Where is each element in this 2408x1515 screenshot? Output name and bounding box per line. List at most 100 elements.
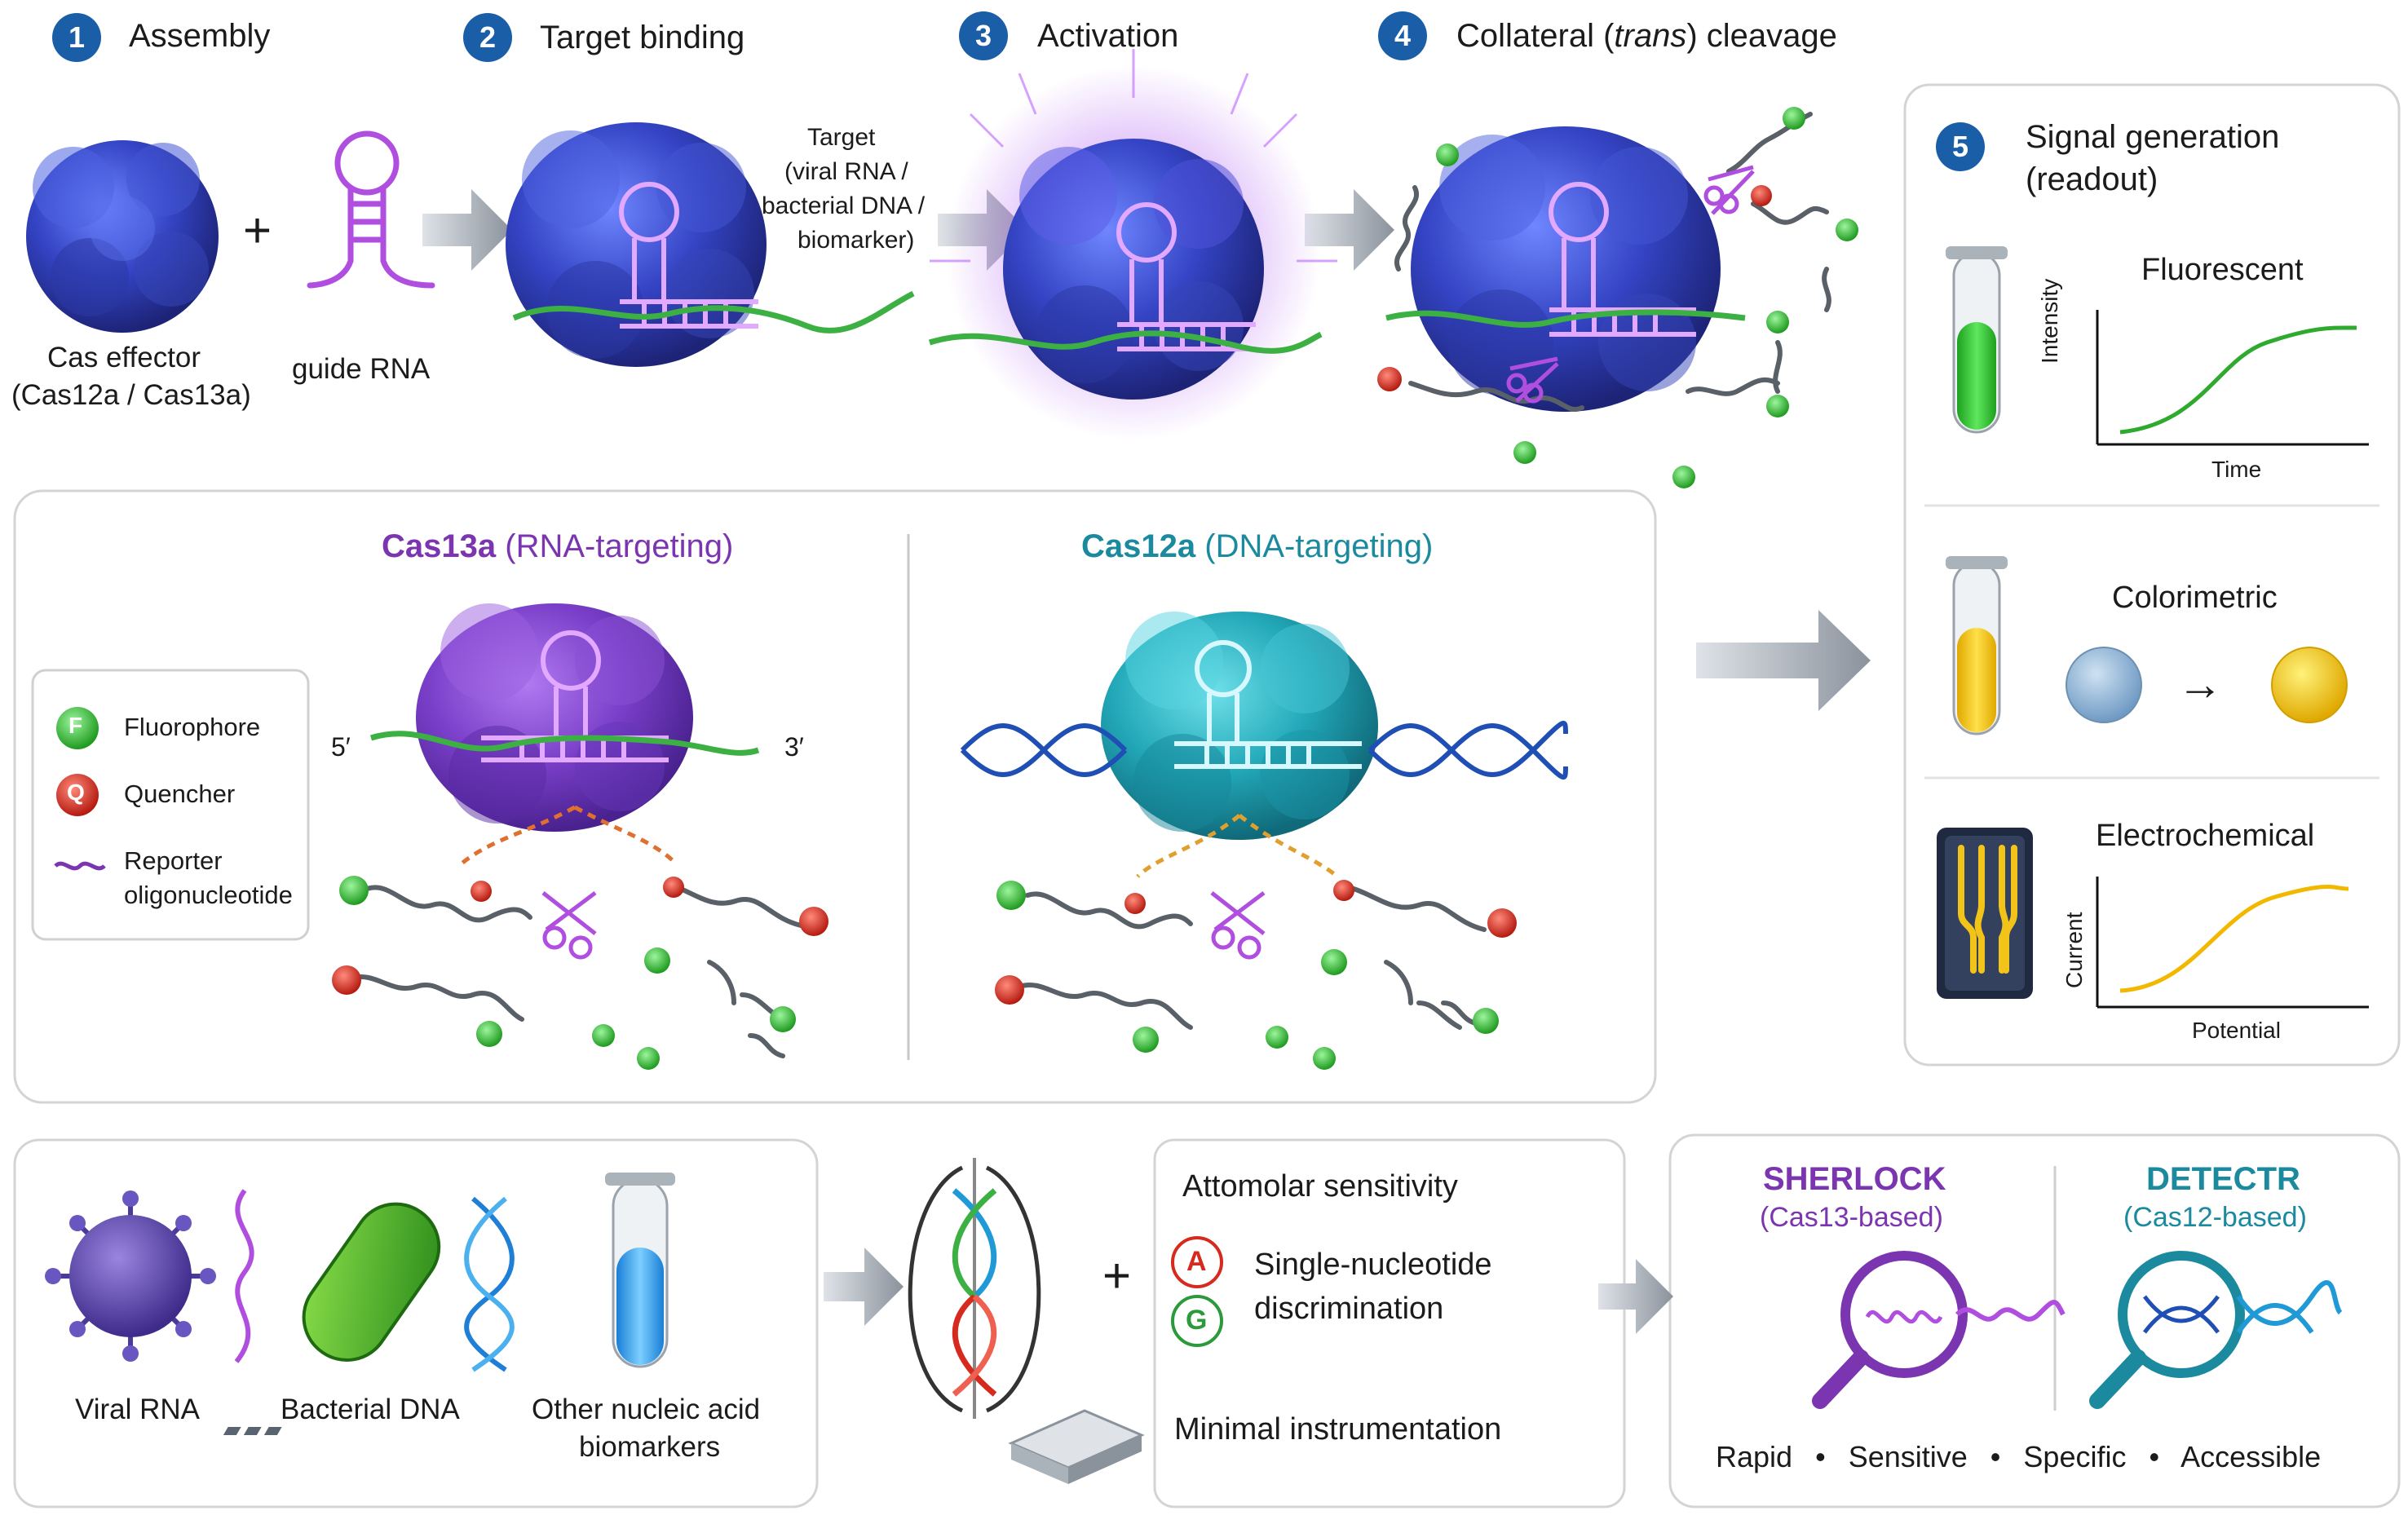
arrow-features-to-platforms: [1598, 1259, 1673, 1334]
other-biomarkers-label: Other nucleic acid: [532, 1394, 761, 1425]
features-panel: [1153, 1138, 1626, 1508]
scissors-icon: [1506, 356, 1559, 404]
fluorescent-xlabel: Time: [2211, 457, 2262, 482]
step-4-title-post: ) cleavage: [1686, 18, 1837, 54]
quencher-dots-step4: [1377, 185, 1772, 391]
target-label-line2: (viral RNA /: [784, 158, 908, 185]
cas12a-quenchers: [995, 880, 1517, 1005]
viral-rna-label: Viral RNA: [75, 1394, 201, 1425]
snd-label: Single-nucleotide: [1254, 1248, 1492, 1282]
scissors-icon: [1210, 891, 1266, 960]
blue-particle-icon: [2066, 647, 2142, 723]
guide-rna-cleaving: [1549, 182, 1696, 337]
sherlock-sub: (Cas13-based): [1760, 1202, 1943, 1233]
sherlock-name: SHERLOCK: [1763, 1161, 1946, 1197]
guide-rna-hairpin: [307, 130, 435, 289]
step-2-title: Target binding: [540, 20, 745, 55]
target-strand-cleaving: [1385, 309, 1746, 328]
quality-rapid: Rapid: [1716, 1440, 1793, 1473]
bacterium-icon: [302, 1202, 441, 1362]
target-strand-binding: [512, 290, 915, 333]
electrochemical-xlabel: Potential: [2192, 1018, 2281, 1043]
legend-reporter-label: Reporter: [124, 846, 223, 875]
colorimetric-arrow: →: [2177, 658, 2223, 709]
viral-rna-strand-icon: [234, 1189, 254, 1363]
chip-device-icon: [223, 1409, 1145, 1484]
base-a-letter: A: [1186, 1246, 1207, 1277]
cas12a-reporters: [1017, 886, 1487, 1030]
platforms-panel: [1668, 1133, 2401, 1508]
three-prime-label: 3′: [784, 732, 804, 762]
electrochemical-ylabel: Current: [2061, 912, 2087, 988]
legend-fluorophore-icon: [56, 707, 99, 749]
quality-sensitive: Sensitive: [1848, 1440, 1968, 1473]
snd-label-line2: discrimination: [1254, 1292, 1444, 1326]
cas13a-reporters: [348, 882, 803, 1058]
cas13a-title: Cas13a (RNA-targeting): [382, 528, 733, 565]
target-label-line4: biomarker): [798, 227, 915, 254]
cas12a-cleavage-lines: [1136, 814, 1339, 878]
legend-quencher-symbol: Q: [67, 780, 85, 805]
step-3-title: Activation: [1037, 18, 1179, 54]
target-strand-activated: [928, 330, 1323, 354]
base-g-letter: G: [1186, 1305, 1208, 1336]
assembly-plus: +: [243, 203, 272, 258]
readout-panel: [1903, 83, 2401, 1067]
other-biomarkers-label-line2: biomarkers: [579, 1431, 721, 1463]
bacterial-dna-label: Bacterial DNA: [281, 1394, 460, 1425]
yellow-particle-icon: [2271, 647, 2348, 723]
cas12a-name: Cas12a: [1081, 528, 1196, 564]
step-3-badge: 3: [959, 11, 1008, 60]
cas-effector-label: Cas effector: [47, 342, 201, 373]
step-1-badge: 1: [52, 13, 101, 62]
legend-box: [31, 669, 310, 941]
detection-helix-icon: [908, 1158, 1041, 1419]
legend-quencher-label: Quencher: [124, 780, 236, 808]
cas13a-fluorophores: [339, 876, 796, 1070]
step-4-title-pre: Collateral (: [1456, 18, 1615, 54]
cas13a-target-rna: [369, 731, 760, 756]
fluorophore-dots-step4: [1436, 107, 1858, 488]
electrochemical-title: Electrochemical: [2096, 819, 2315, 853]
cas12a-target-dna: [960, 720, 1568, 780]
sherlock-magnifier-icon: [1812, 1251, 2066, 1409]
legend-quencher-icon: [56, 774, 99, 816]
cas13a-desc: (RNA-targeting): [505, 528, 734, 564]
cas-effector-protein: [26, 140, 219, 333]
step-5-badge: 5: [1936, 122, 1985, 171]
arrow-targets-to-detection: [824, 1248, 904, 1326]
step-4-title-em: trans: [1614, 18, 1687, 54]
arrow-activation-to-cleavage: [1305, 189, 1394, 271]
guide-rna-activated: [1116, 202, 1256, 351]
cas-effector-sublabel: (Cas12a / Cas13a): [11, 379, 251, 411]
step-4-badge: 4: [1378, 11, 1427, 60]
cas12a-desc: (DNA-targeting): [1204, 528, 1434, 564]
quality-bullet: •: [1990, 1440, 2001, 1473]
arrow-assembly-to-binding: [422, 189, 512, 271]
legend-reporter-label-line2: oligonucleotide: [124, 881, 293, 909]
minimal-instrumentation-label: Minimal instrumentation: [1174, 1412, 1502, 1447]
legend-fluorophore-symbol: F: [68, 713, 83, 738]
step-5-title-line1: Signal generation: [2026, 119, 2280, 155]
features-plus: +: [1102, 1248, 1132, 1303]
virus-icon: [45, 1190, 216, 1362]
target-label-line3: bacterial DNA /: [762, 192, 926, 219]
quality-specific: Specific: [2023, 1440, 2127, 1473]
fluorescent-tube-icon: [1946, 246, 2008, 434]
legend-fluorophore-label: Fluorophore: [124, 713, 261, 741]
cas13a-name: Cas13a: [382, 528, 497, 564]
quality-bullet: •: [2149, 1440, 2160, 1473]
colorimetric-tube-icon: [1946, 556, 2008, 735]
sample-tube-icon: [605, 1173, 675, 1368]
guide-rna-label: guide RNA: [292, 353, 431, 385]
attomolar-label: Attomolar sensitivity: [1182, 1169, 1458, 1204]
cas13a-quenchers: [332, 877, 828, 995]
quality-accessible: Accessible: [2180, 1440, 2322, 1473]
step-4-title: Collateral (trans) cleavage: [1456, 18, 1837, 55]
arrow-mechanism-to-readout: [1696, 610, 1871, 711]
detectr-sub: (Cas12-based): [2123, 1202, 2307, 1233]
step-1-title: Assembly: [129, 18, 271, 54]
scissors-icon: [1703, 165, 1755, 215]
scissors-icon: [541, 891, 597, 960]
cleaved-reporters-step4: [1394, 112, 1831, 412]
